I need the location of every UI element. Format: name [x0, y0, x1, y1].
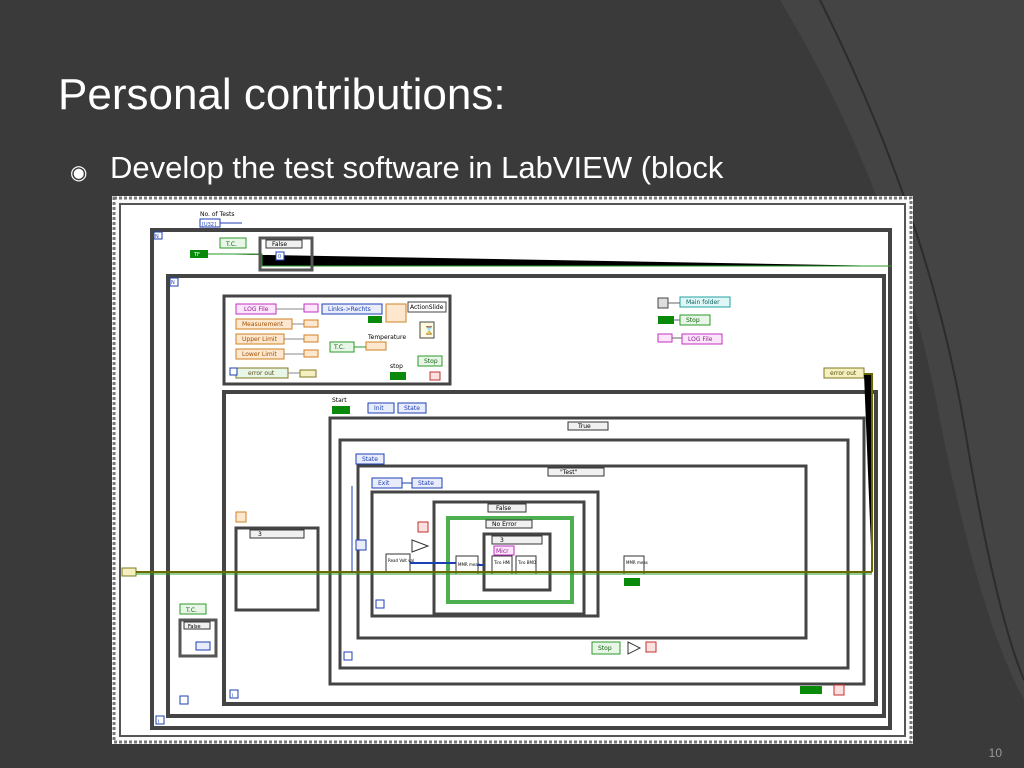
- svg-text:Temperature: Temperature: [367, 334, 406, 341]
- svg-text:State: State: [418, 480, 434, 487]
- svg-text:i: i: [232, 693, 233, 699]
- svg-text:i: i: [158, 719, 159, 725]
- svg-text:TF: TF: [193, 252, 200, 258]
- svg-text:Measurement: Measurement: [242, 321, 284, 328]
- svg-text:error out: error out: [248, 370, 275, 377]
- svg-text:Tiro BMO: Tiro BMO: [517, 560, 536, 565]
- svg-text:MMR meas: MMR meas: [626, 560, 648, 565]
- svg-text:True: True: [577, 423, 591, 430]
- slide-title: Personal contributions:: [58, 70, 506, 119]
- svg-text:Micr: Micr: [496, 548, 509, 555]
- svg-text:T.C.: T.C.: [185, 607, 197, 614]
- bullet-text: Develop the test software in LabVIEW (bl…: [110, 150, 724, 185]
- svg-text:False: False: [188, 624, 201, 630]
- svg-text:State: State: [404, 405, 420, 412]
- svg-text:MMR meas: MMR meas: [458, 562, 480, 567]
- svg-text:False: False: [496, 505, 511, 512]
- svg-text:Links->Rechts: Links->Rechts: [328, 306, 371, 313]
- svg-text:False: False: [272, 241, 287, 248]
- no-of-tests-label: No. of Tests: [200, 211, 235, 218]
- svg-text:stop: stop: [390, 363, 403, 370]
- svg-text:3: 3: [258, 531, 262, 538]
- labview-block-diagram: No. of Tests [U32] N i T.C. TF False 0 N…: [112, 196, 913, 744]
- svg-text:Lower Limit: Lower Limit: [242, 351, 277, 358]
- svg-text:3: 3: [500, 537, 504, 544]
- svg-text:"Test": "Test": [560, 469, 578, 476]
- svg-text:No Error: No Error: [492, 521, 517, 528]
- page-number: 10: [988, 746, 1002, 760]
- svg-text:LOG File: LOG File: [244, 306, 269, 313]
- svg-text:ActionSlide: ActionSlide: [410, 304, 444, 311]
- svg-text:State: State: [362, 456, 378, 463]
- svg-text:Stop: Stop: [424, 358, 438, 365]
- bullet-icon: ◉: [70, 162, 88, 184]
- hourglass-icon: ⌛: [424, 325, 434, 335]
- svg-text:T.C.: T.C.: [333, 344, 345, 351]
- svg-text:Start: Start: [332, 397, 347, 404]
- svg-text:[U32]: [U32]: [202, 222, 216, 228]
- svg-text:LOG File: LOG File: [688, 336, 713, 343]
- svg-text:N: N: [171, 280, 175, 286]
- svg-text:Stop: Stop: [598, 645, 612, 652]
- svg-text:Upper Limit: Upper Limit: [242, 336, 278, 343]
- svg-text:Exit: Exit: [378, 480, 390, 487]
- svg-text:Main folder: Main folder: [686, 299, 720, 306]
- svg-text:Init: Init: [374, 405, 384, 412]
- svg-text:0: 0: [278, 254, 281, 260]
- svg-text:T.C.: T.C.: [225, 241, 237, 248]
- svg-text:N: N: [155, 234, 159, 240]
- svg-text:Read Volt val: Read Volt val: [388, 558, 414, 563]
- svg-text:Stop: Stop: [686, 317, 700, 324]
- svg-text:Tiro HMi: Tiro HMi: [493, 560, 510, 565]
- svg-text:error out: error out: [830, 370, 857, 377]
